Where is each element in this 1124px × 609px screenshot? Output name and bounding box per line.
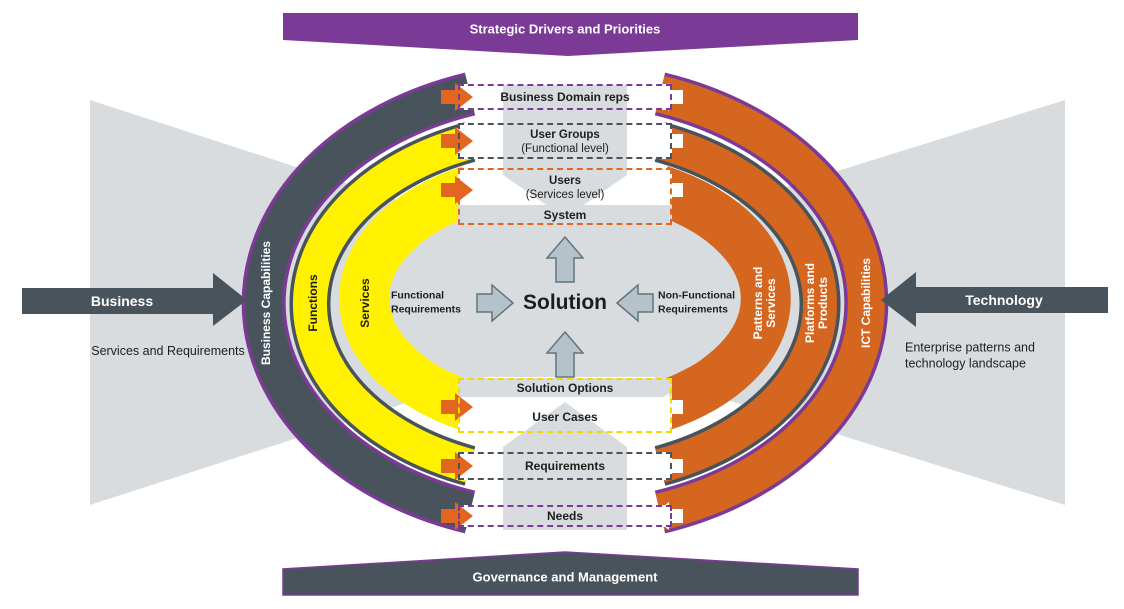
white-arrow-user-cases-icon xyxy=(651,393,683,421)
bottom-chevron xyxy=(503,402,627,530)
orange-arrow-business-domain-icon xyxy=(441,83,473,111)
band-box-business-domain xyxy=(458,84,672,110)
technology-subtitle: Enterprise patterns and technology lands… xyxy=(905,340,1035,370)
solution-options-strip xyxy=(458,378,672,397)
top-banner-label: Strategic Drivers and Priorities xyxy=(469,21,661,37)
technology-label: Technology xyxy=(965,292,1043,308)
ring-label-patterns-services: Patterns and Services xyxy=(750,266,778,340)
band-box-requirements xyxy=(458,452,672,480)
orange-arrow-user-cases-icon xyxy=(441,393,473,421)
ict-capabilities-arc xyxy=(655,76,885,530)
band-label-user-groups: User Groups xyxy=(530,129,600,141)
services-arc xyxy=(339,166,478,431)
solution-stadium xyxy=(398,225,732,377)
business-label: Business xyxy=(90,293,154,309)
band-box-needs xyxy=(458,505,672,527)
white-arrow-needs-icon xyxy=(651,502,683,530)
white-arrow-users-icon xyxy=(651,176,683,204)
band-label-needs: Needs xyxy=(546,509,584,523)
functional-requirements-line2: Requirements xyxy=(391,303,462,315)
ring-label-business-capabilities: Business Capabilities xyxy=(259,240,273,366)
white-arrow-business-domain-icon xyxy=(651,83,683,111)
functions-arc xyxy=(292,125,475,483)
band-label-user-cases: User Cases xyxy=(532,410,598,424)
orange-arrow-needs-icon xyxy=(441,502,473,530)
business-capabilities-arc xyxy=(245,76,475,530)
right-funnel-triangle xyxy=(415,100,1065,505)
non-functional-requirements-line2: Requirements xyxy=(658,303,729,315)
technology-arrow xyxy=(881,272,1108,327)
ring-label-ict-capabilities: ICT Capabilities xyxy=(859,257,873,349)
business-arrow xyxy=(22,273,247,326)
top-chevron xyxy=(503,85,627,218)
ring-label-functions: Functions xyxy=(306,274,320,332)
band-label-system: System xyxy=(543,208,587,222)
top-banner-shape xyxy=(283,13,858,56)
orange-arrow-user-groups-icon xyxy=(441,127,473,155)
bottom-banner-shape xyxy=(282,551,859,596)
non-functional-requirements-line1: Non-Functional xyxy=(658,289,735,302)
band-label-user-groups-sub: (Functional level) xyxy=(521,143,609,155)
solution-label: Solution xyxy=(523,291,607,314)
band-label-users-sub: (Services level) xyxy=(525,189,605,201)
patterns-services-arc xyxy=(652,166,791,431)
functional-requirements-label: Functional Requirements xyxy=(391,289,461,316)
band-label-requirements: Requirements xyxy=(524,459,606,473)
bottom-banner-label: Governance and Management xyxy=(472,569,658,585)
business-subtitle: Services and Requirements xyxy=(91,344,245,358)
ring-label-platforms-products: Platforms and Products xyxy=(802,263,830,344)
ring-label-services: Services xyxy=(358,278,372,328)
band-label-business-domain: Business Domain reps xyxy=(500,90,630,104)
arrow-up-top-icon xyxy=(545,235,585,283)
orange-arrow-requirements-icon xyxy=(441,452,473,480)
arrow-left-icon xyxy=(615,283,654,323)
arrow-right-icon xyxy=(476,283,515,323)
band-label-users: Users xyxy=(549,175,581,187)
band-box-user-groups xyxy=(458,123,672,159)
arrow-up-bottom-icon xyxy=(545,330,585,378)
functional-requirements-line1: Functional xyxy=(391,289,445,302)
band-label-solution-options: Solution Options xyxy=(516,381,614,395)
band-box-users-system xyxy=(458,168,672,225)
band-box-solution-options xyxy=(458,378,672,433)
non-functional-requirements-label: Non-Functional Requirements xyxy=(658,289,735,316)
white-arrow-user-groups-icon xyxy=(651,127,683,155)
orange-arrow-users-icon xyxy=(441,176,473,204)
platforms-products-arc xyxy=(655,125,838,483)
white-arrow-requirements-icon xyxy=(651,452,683,480)
